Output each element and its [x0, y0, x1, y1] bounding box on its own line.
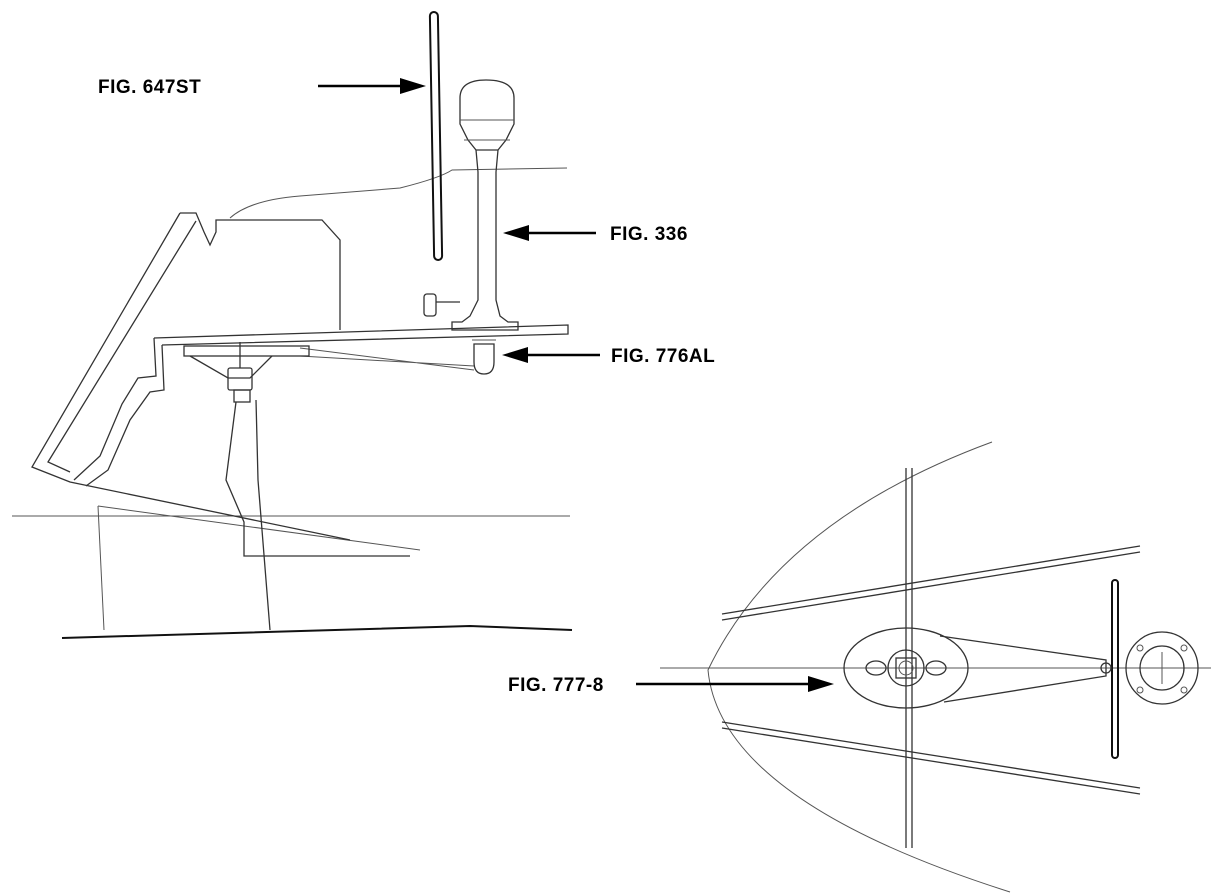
- transom-inner-step: [85, 344, 165, 487]
- callout-336: FIG. 336: [503, 224, 688, 245]
- hull-side-profile: [31, 212, 351, 541]
- deck-socket-cross: [1146, 652, 1178, 684]
- base-fitting-plate: [183, 345, 310, 357]
- callout-arrow-336-head: [503, 225, 529, 241]
- transom-step-profile: [73, 337, 157, 481]
- ground-baseline: [61, 624, 573, 639]
- hanging-light-body: [473, 343, 495, 375]
- hub-square: [895, 657, 917, 679]
- deck-socket-outer: [1125, 631, 1199, 705]
- callout-777-8: FIG. 777-8: [508, 675, 834, 696]
- base-fitting-nut: [227, 367, 253, 391]
- callout-arrow-777-8-head: [808, 676, 834, 692]
- light-pole: [451, 172, 519, 331]
- hub-ring: [887, 649, 925, 687]
- deck-plate: [153, 324, 569, 346]
- flag-staff: [428, 11, 444, 261]
- support-bracket-line: [299, 347, 475, 371]
- callout-label-336: FIG. 336: [610, 224, 688, 245]
- hub-lobe-left: [865, 660, 887, 676]
- hub-lobe-right: [925, 660, 947, 676]
- base-plate-oval: [843, 627, 969, 709]
- callout-label-777-8: FIG. 777-8: [508, 675, 604, 696]
- callout-label-647st: FIG. 647ST: [98, 77, 201, 98]
- hull-inner-profile: [47, 220, 197, 473]
- rub-rail-upper: [721, 545, 1141, 621]
- callout-776al: FIG. 776AL: [502, 346, 715, 367]
- side-view-drawing: [12, 11, 573, 639]
- callout-arrow-647st-head: [400, 78, 426, 94]
- deck-socket-screw-1: [1136, 644, 1144, 652]
- flag-staff-clamp: [423, 293, 437, 317]
- deck-socket-screw-3: [1136, 686, 1144, 694]
- base-fitting-stem: [233, 389, 251, 403]
- deck-socket-screw-4: [1180, 686, 1188, 694]
- callout-arrow-776al-head: [502, 347, 528, 363]
- deck-contour-line: [229, 167, 568, 219]
- deck-socket-screw-2: [1180, 644, 1188, 652]
- base-fitting-cone: [189, 355, 273, 379]
- hull-aft-line: [97, 505, 105, 631]
- light-dome: [459, 79, 515, 151]
- keel-profile: [225, 399, 410, 631]
- hull-outer-profile: [180, 212, 341, 330]
- hub-center: [898, 660, 914, 676]
- bow-outline: [707, 441, 1011, 893]
- callout-label-776al: FIG. 776AL: [611, 346, 715, 367]
- light-neck: [475, 149, 499, 173]
- top-view-drawing: [660, 441, 1211, 893]
- callout-647st: FIG. 647ST: [98, 77, 426, 98]
- rub-rail-lower: [721, 721, 1141, 795]
- deck-socket-inner: [1139, 645, 1185, 691]
- bottom-reference-line: [97, 505, 421, 551]
- top-view-staff-knob: [1100, 662, 1112, 674]
- top-view-staff: [1111, 579, 1119, 759]
- bracket-wedge: [939, 635, 1107, 703]
